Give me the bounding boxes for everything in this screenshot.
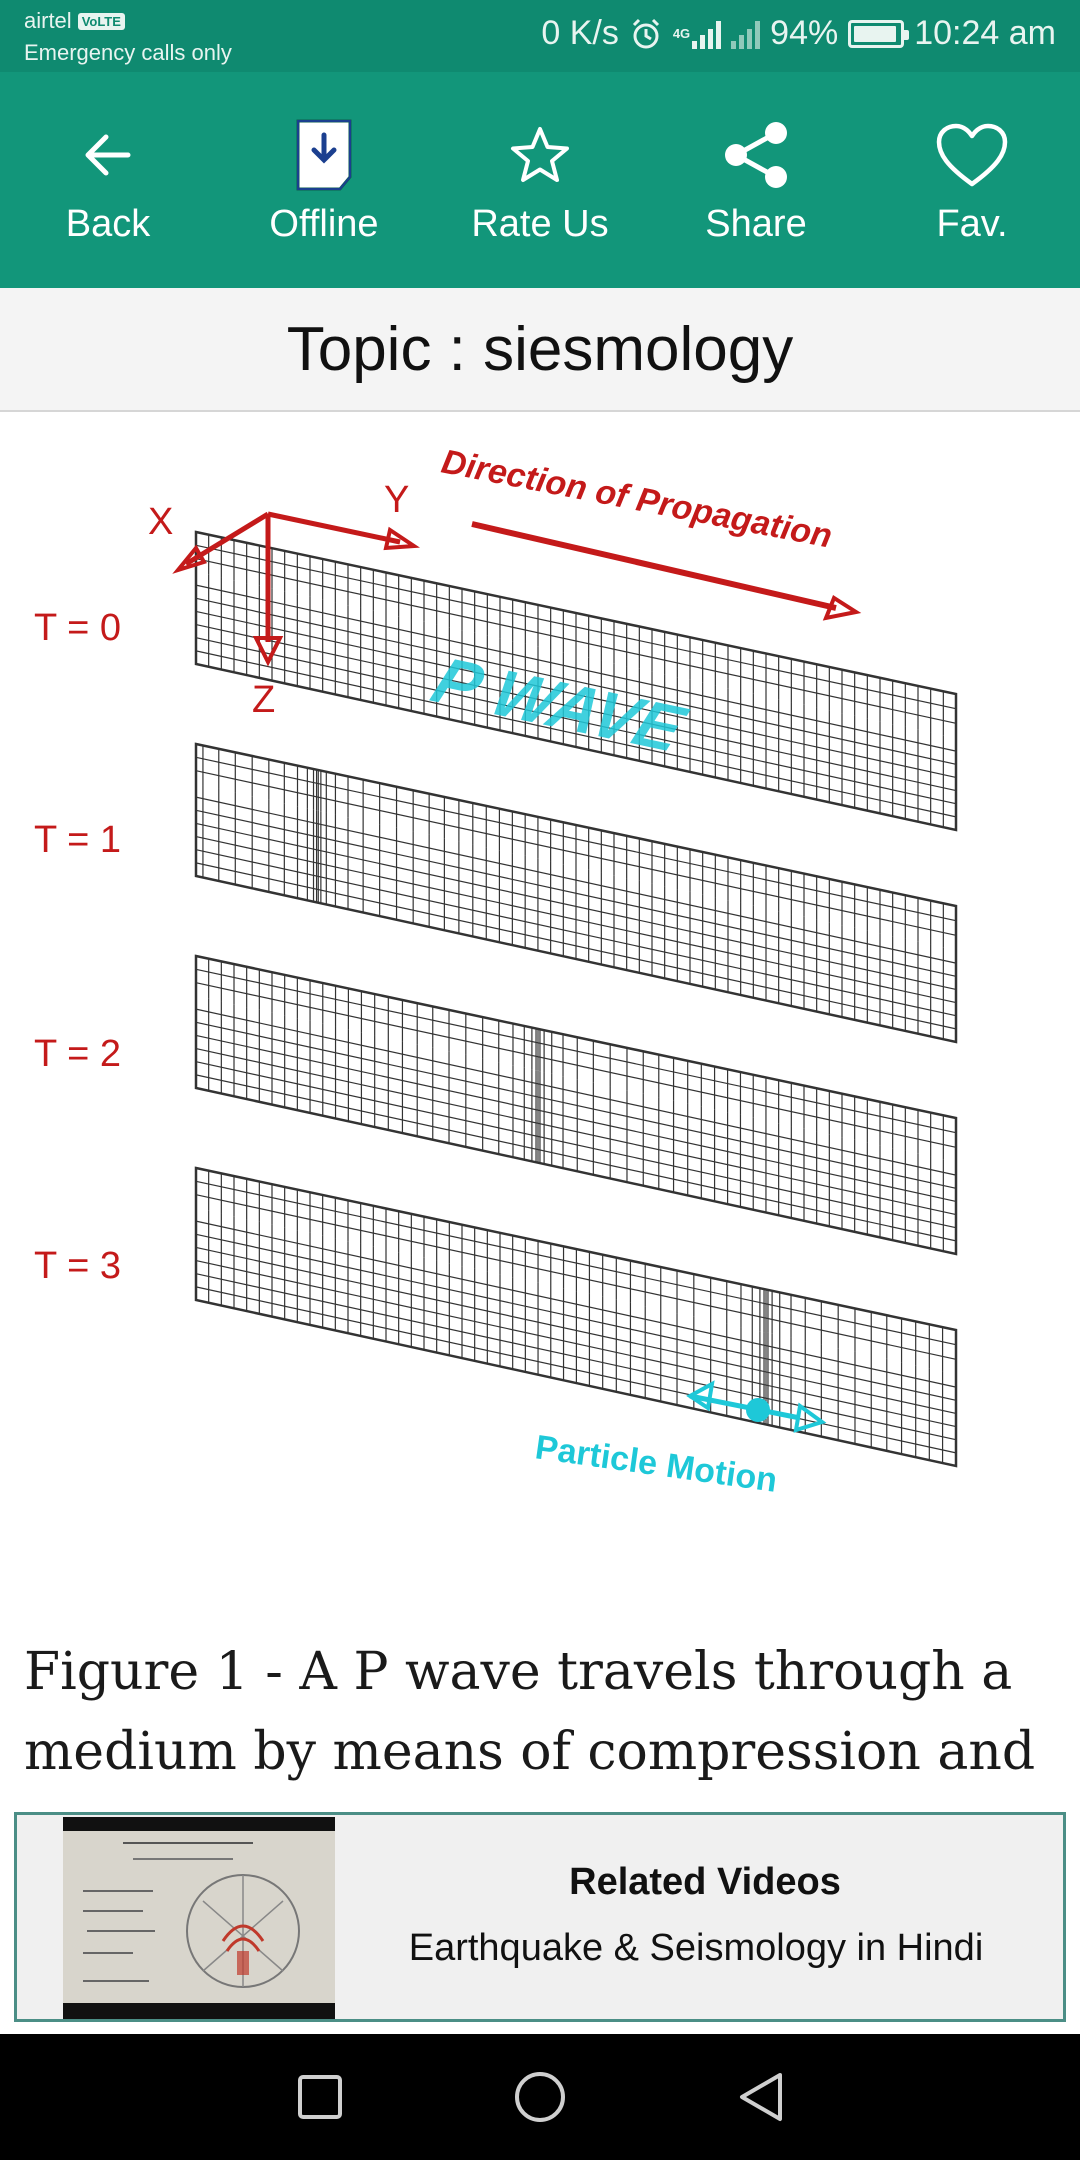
share-label: Share <box>705 202 807 245</box>
recent-apps-icon[interactable] <box>290 2067 350 2127</box>
rate-us-label: Rate Us <box>471 202 609 245</box>
grid-blocks <box>194 530 958 1468</box>
offline-button[interactable]: Offline <box>249 115 399 246</box>
mesh-hline <box>195 1034 957 1203</box>
fav-label: Fav. <box>936 202 1008 245</box>
figure-caption: Figure 1 - A P wave travels through a me… <box>24 1642 1036 1782</box>
thumbnail-sketch <box>63 1831 335 2003</box>
z-axis-label: Z <box>252 679 275 721</box>
back-button[interactable]: Back <box>33 115 183 246</box>
related-videos-title: Related Videos <box>569 1861 841 1903</box>
axes: X Y Z <box>148 479 420 721</box>
carrier-info: airtel VoLTE <box>24 8 125 34</box>
particle-arrow-left <box>686 1380 715 1412</box>
mesh-hline <box>195 1061 957 1229</box>
status-indicators: 0 K/s 4G 94% 10:24 am <box>541 14 1056 53</box>
favorite-button[interactable]: Fav. <box>897 115 1047 246</box>
back-label: Back <box>65 202 151 245</box>
clock: 10:24 am <box>914 14 1056 52</box>
mesh-hline <box>195 835 957 1004</box>
battery-icon <box>848 19 910 48</box>
z-axis-arrow <box>252 636 284 667</box>
mesh-hline <box>195 1259 957 1428</box>
back-triangle-icon[interactable] <box>730 2067 790 2127</box>
time-label-3: T = 3 <box>34 1245 121 1287</box>
top-toolbar: Back Offline Rate Us Share Fav. <box>0 72 1080 288</box>
mesh-depthline <box>195 770 957 936</box>
rate-us-button[interactable]: Rate Us <box>465 115 615 246</box>
p-wave-diagram: X Y Z Direction of Propagation P WAVE T … <box>34 443 958 1500</box>
direction-arrow-line <box>471 521 837 611</box>
signal-no-sim-icon <box>731 19 761 49</box>
time-label-1: T = 1 <box>34 819 121 861</box>
mesh-hline <box>195 849 957 1017</box>
mesh-hline <box>195 1246 957 1415</box>
mesh-hline <box>195 822 957 991</box>
topic-header: Topic : siesmology <box>0 288 1080 412</box>
mesh-hline <box>195 623 957 792</box>
particle-arrow-right <box>793 1402 827 1433</box>
mesh-hline <box>195 1008 957 1176</box>
related-videos-banner[interactable]: Related Videos Earthquake & Seismology i… <box>14 1812 1066 2022</box>
mesh-depthline <box>195 968 957 1134</box>
mesh-depthline <box>195 558 957 724</box>
heart-icon <box>932 115 1012 195</box>
time-label-2: T = 2 <box>34 1033 121 1075</box>
related-videos-subtitle: Earthquake & Seismology in Hindi <box>408 1927 984 1969</box>
x-axis-arrow <box>172 544 207 574</box>
mesh-hline <box>195 1286 957 1454</box>
time-label-0: T = 0 <box>34 607 121 649</box>
mesh-hline <box>195 1047 957 1216</box>
status-bar: airtel VoLTE Emergency calls only 0 K/s … <box>0 0 1080 72</box>
mesh-hline <box>195 809 957 977</box>
mesh-hline <box>195 1021 957 1189</box>
home-icon[interactable] <box>510 2067 570 2127</box>
x-axis-label: X <box>148 501 173 543</box>
mesh-hline <box>195 1074 957 1242</box>
system-nav-bar <box>0 2034 1080 2160</box>
direction-arrow-head <box>822 595 862 621</box>
mesh-depthline <box>195 1194 957 1360</box>
particle-dot <box>746 1398 770 1422</box>
mesh-hline <box>195 862 957 1030</box>
download-file-icon <box>284 115 364 195</box>
mesh-hline <box>195 597 957 765</box>
direction-label: Direction of Propagation <box>438 443 835 556</box>
alarm-icon <box>629 17 663 51</box>
p-wave-figure: X Y Z Direction of Propagation P WAVE T … <box>0 412 1080 1592</box>
emergency-text: Emergency calls only <box>24 40 232 65</box>
mesh-hline <box>195 796 957 964</box>
star-icon <box>500 115 580 195</box>
network-type: 4G <box>672 26 691 41</box>
mesh-hline <box>195 1233 957 1401</box>
topic-title: Topic : siesmology <box>286 314 794 384</box>
mesh-depthline <box>195 756 957 922</box>
battery-percent: 94% <box>770 14 839 52</box>
mesh-depthline <box>195 1180 957 1346</box>
mesh-hline <box>195 1273 957 1441</box>
arrow-left-icon <box>68 115 148 195</box>
carrier-name: airtel <box>24 8 72 33</box>
net-speed: 0 K/s <box>541 14 619 52</box>
signal-4g-icon: 4G <box>672 19 722 49</box>
volte-badge: VoLTE <box>77 12 125 30</box>
video-thumbnail[interactable] <box>63 1817 335 2019</box>
y-axis-label: Y <box>384 479 409 521</box>
share-icon <box>716 115 796 195</box>
mesh-hline <box>195 650 957 818</box>
y-axis-arrow <box>383 526 420 551</box>
mesh-hline <box>195 610 957 779</box>
mesh-depthline <box>195 544 957 710</box>
mesh-hline <box>195 584 957 752</box>
offline-label: Offline <box>269 202 379 245</box>
particle-motion-label: Particle Motion <box>533 1428 780 1500</box>
y-axis-line <box>267 511 401 545</box>
mesh-hline <box>195 1220 957 1388</box>
share-button[interactable]: Share <box>681 115 831 246</box>
mesh-depthline <box>195 982 957 1148</box>
mesh-hline <box>195 637 957 805</box>
particle-motion-arrows <box>686 1380 827 1433</box>
